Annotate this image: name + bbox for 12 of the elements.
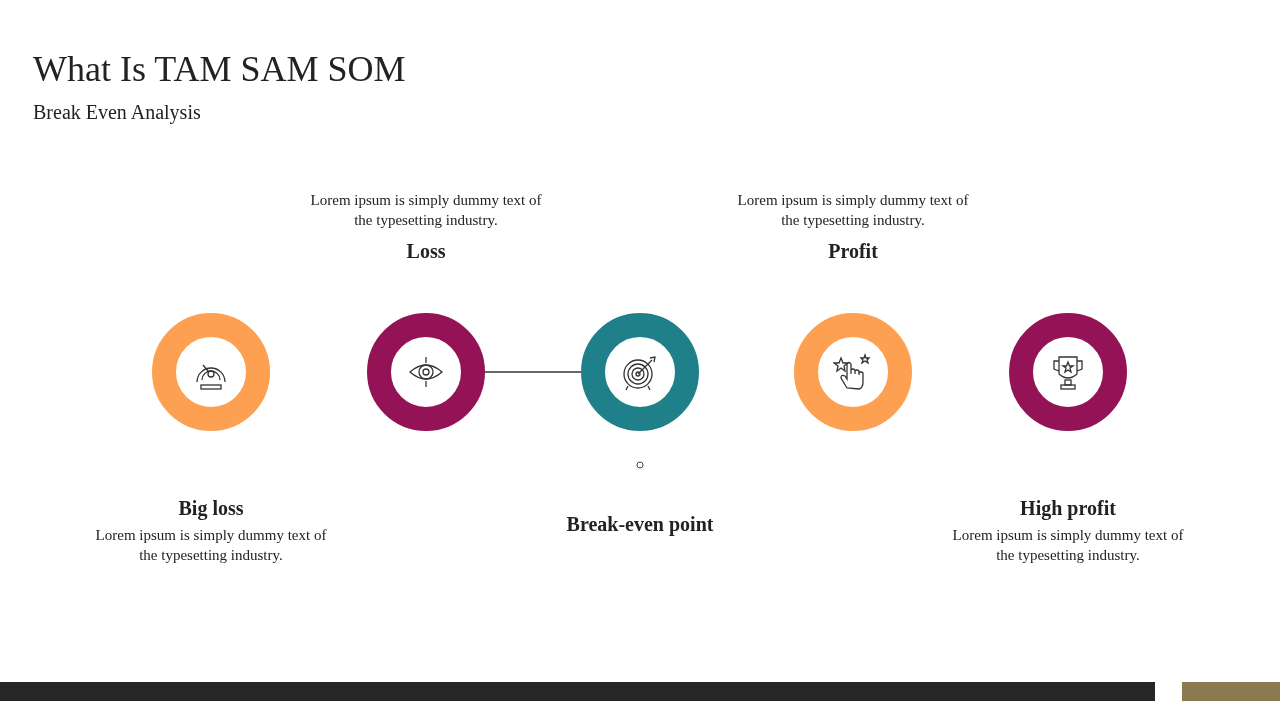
- description-text: Lorem ipsum is simply dummy text of the typesetting industry.: [951, 526, 1185, 565]
- description-text: Lorem ipsum is simply dummy text of the typesetting industry.: [736, 191, 970, 230]
- subtitle: Break Even Analysis: [33, 101, 201, 124]
- stage-heading: Profit: [827, 240, 879, 263]
- stage-heading: Loss: [405, 240, 447, 263]
- description-text: Lorem ipsum is simply dummy text of the typesetting industry.: [94, 526, 328, 565]
- stage-heading: Break-even point: [565, 513, 715, 536]
- description-text: Lorem ipsum is simply dummy text of the typesetting industry.: [309, 191, 543, 230]
- title: What Is TAM SAM SOM: [33, 48, 406, 90]
- stage-heading: High profit: [1019, 497, 1117, 520]
- stage-heading: Big loss: [177, 497, 245, 520]
- connector-line: [484, 371, 582, 373]
